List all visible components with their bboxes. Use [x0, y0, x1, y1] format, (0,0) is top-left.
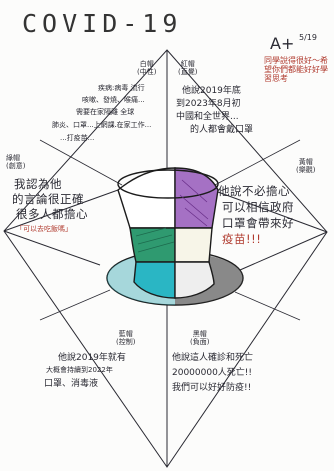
upper-right-line-3: 中國和全世界... [176, 112, 239, 122]
left-line-2: 的言論很正確 [12, 192, 84, 206]
right-line-1: 他說不必擔心 [218, 184, 290, 198]
top-segment-line-3: 需要在家隔離 全球 [76, 108, 135, 116]
page-title: COVID-19 [22, 9, 183, 38]
right-line-2: 可以相信政府 [222, 200, 294, 214]
lower-left-line-2: 大概會持續到2022年 [46, 366, 113, 374]
top-segment-line-5: ...在家工作... [110, 121, 152, 129]
lower-left-line-3: 口罩、消毒液 [44, 379, 99, 389]
top-segment-line-2: 咳嗽、發燒、喉痛... [82, 96, 145, 104]
upper-right-line-2: 到2023年8月初 [176, 99, 241, 109]
top-segment-line-1: 疾病:病毒 流行 [98, 84, 145, 92]
lower-left-segment-label: 藍帽 (控制) [116, 330, 136, 347]
right-segment-label: 黃帽 (樂觀) [296, 158, 316, 175]
hat-purple-hatching [179, 179, 209, 227]
left-segment-label: 綠帽 (創意) [6, 154, 26, 171]
top-segment-line-4: 肺炎、口罩...上網課... [52, 121, 122, 129]
upper-right-line-1: 他說2019年底 [182, 86, 241, 96]
left-line-4: 「可以去吃飯嗎」 [16, 225, 72, 233]
hat-black-quadrant [174, 261, 215, 299]
hat-yellow-quadrant [174, 227, 213, 263]
hat-top [117, 169, 219, 199]
top-segment-line-6: ...打疫苗... [60, 134, 95, 142]
right-line-3: 口罩會帶來好 [222, 216, 294, 230]
date-mark: 5/19 [299, 33, 317, 42]
right-line-4: 疫苗!!! [222, 232, 262, 246]
divider-left-lower [3, 230, 101, 266]
divider-lower-right-diag [234, 291, 301, 321]
upper-right-segment-label: 紅帽 (直覺) [178, 60, 198, 77]
hat-green-quadrant [129, 227, 176, 263]
divider-right-lower [239, 231, 328, 271]
grade-mark: A+ [270, 34, 295, 53]
lower-right-line-3: 我們可以好好防疫!! [172, 383, 252, 393]
top-segment-label: 白帽 (中性) [137, 60, 157, 77]
left-line-1: 我認為他 [14, 177, 62, 191]
lower-left-line-1: 他說2019年就有 [58, 353, 126, 363]
divider-lower-left-diag [39, 289, 111, 321]
left-line-3: 很多人都擔心 [16, 207, 88, 221]
lower-right-segment-label: 黑帽 (負面) [190, 330, 210, 347]
divider-upper-left-diag [39, 139, 123, 186]
teacher-comment: 同學說得很好～希望你們都能好好學習思考 [264, 56, 328, 84]
lower-right-line-2: 20000000人死亡!! [172, 368, 253, 378]
divider-left-upper [3, 189, 119, 232]
divider-right-upper [217, 191, 328, 233]
lower-right-line-1: 他說這人確診和死亡 [172, 353, 254, 363]
upper-right-line-4: 的人都會戴口罩 [190, 125, 254, 135]
hat-green-hatching [135, 227, 175, 253]
divider-upper-right-diag [212, 139, 301, 187]
